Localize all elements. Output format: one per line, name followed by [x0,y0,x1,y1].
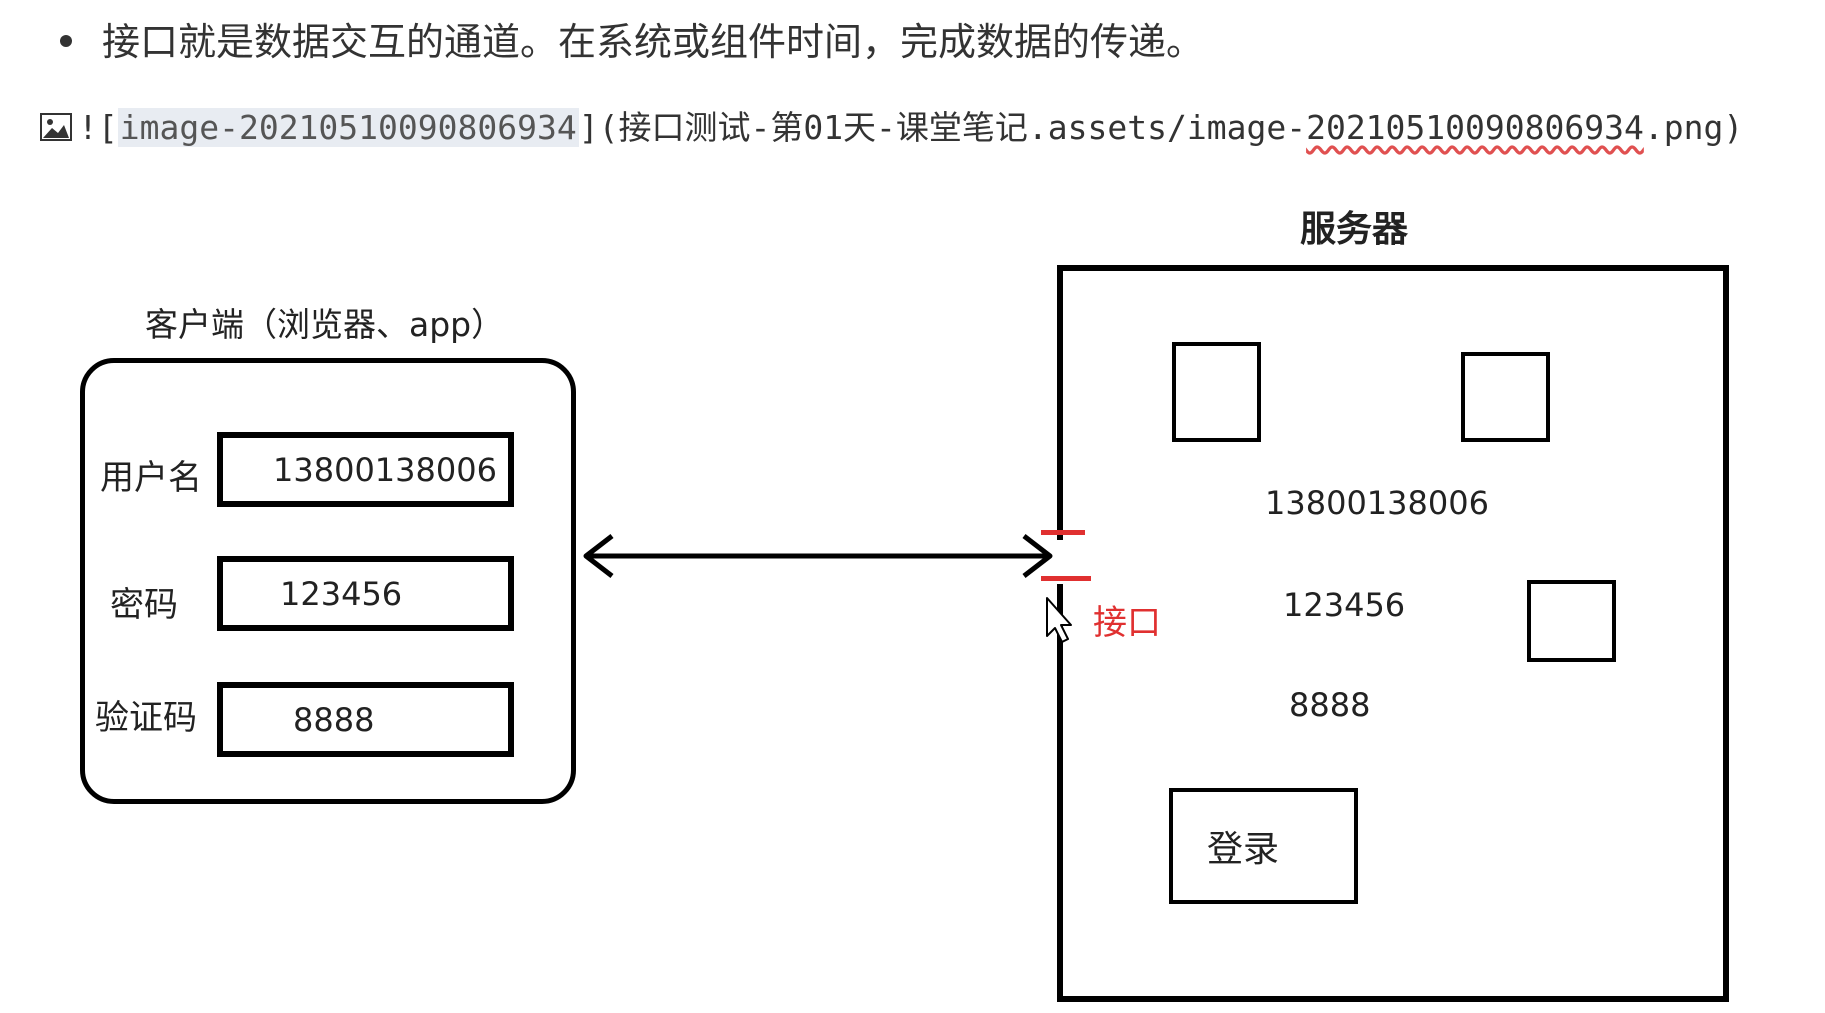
interface-gap [1055,540,1067,584]
password-value: 123456 [280,574,403,613]
server-component-square [1461,352,1550,442]
md-prefix: ![ [78,108,118,147]
client-box [80,358,576,804]
bullet-dot-icon [60,34,72,47]
captcha-label: 验证码 [95,698,197,738]
login-label: 登录 [1207,829,1280,870]
client-title: 客户端（浏览器、app） [145,305,505,344]
md-alt-text: image-20210510090806934 [117,108,579,147]
password-label: 密码 [110,585,178,625]
server-captcha-value: 8888 [1289,686,1371,724]
cursor-icon [1046,597,1072,643]
interface-marker-bottom [1041,576,1091,581]
server-component-square [1527,580,1616,662]
bullet-paragraph: 接口就是数据交互的通道。在系统或组件时间，完成数据的传递。 [60,18,1204,66]
double-arrow [583,534,1053,578]
server-username-value: 13800138006 [1265,484,1489,522]
markdown-image-source[interactable]: ![image-20210510090806934](接口测试-第01天-课堂笔… [40,105,1743,151]
md-file-number: 20210510090806934 [1306,108,1644,147]
image-icon [40,112,72,141]
server-component-square [1172,342,1261,442]
server-password-value: 123456 [1283,586,1406,624]
md-suffix: .png) [1643,108,1744,147]
interface-label: 接口 [1093,603,1161,643]
username-label: 用户名 [100,458,202,498]
interface-marker-top [1041,530,1085,535]
server-title: 服务器 [1300,209,1409,250]
password-field: 123456 [217,556,514,631]
username-value: 13800138006 [273,450,497,489]
md-middle: ](接口测试-第01天-课堂笔记.assets/image- [578,108,1307,147]
captcha-value: 8888 [293,700,375,739]
bullet-text: 接口就是数据交互的通道。在系统或组件时间，完成数据的传递。 [102,20,1205,64]
server-login-box: 登录 [1169,788,1358,904]
captcha-field: 8888 [217,682,514,757]
username-field: 13800138006 [217,432,514,507]
